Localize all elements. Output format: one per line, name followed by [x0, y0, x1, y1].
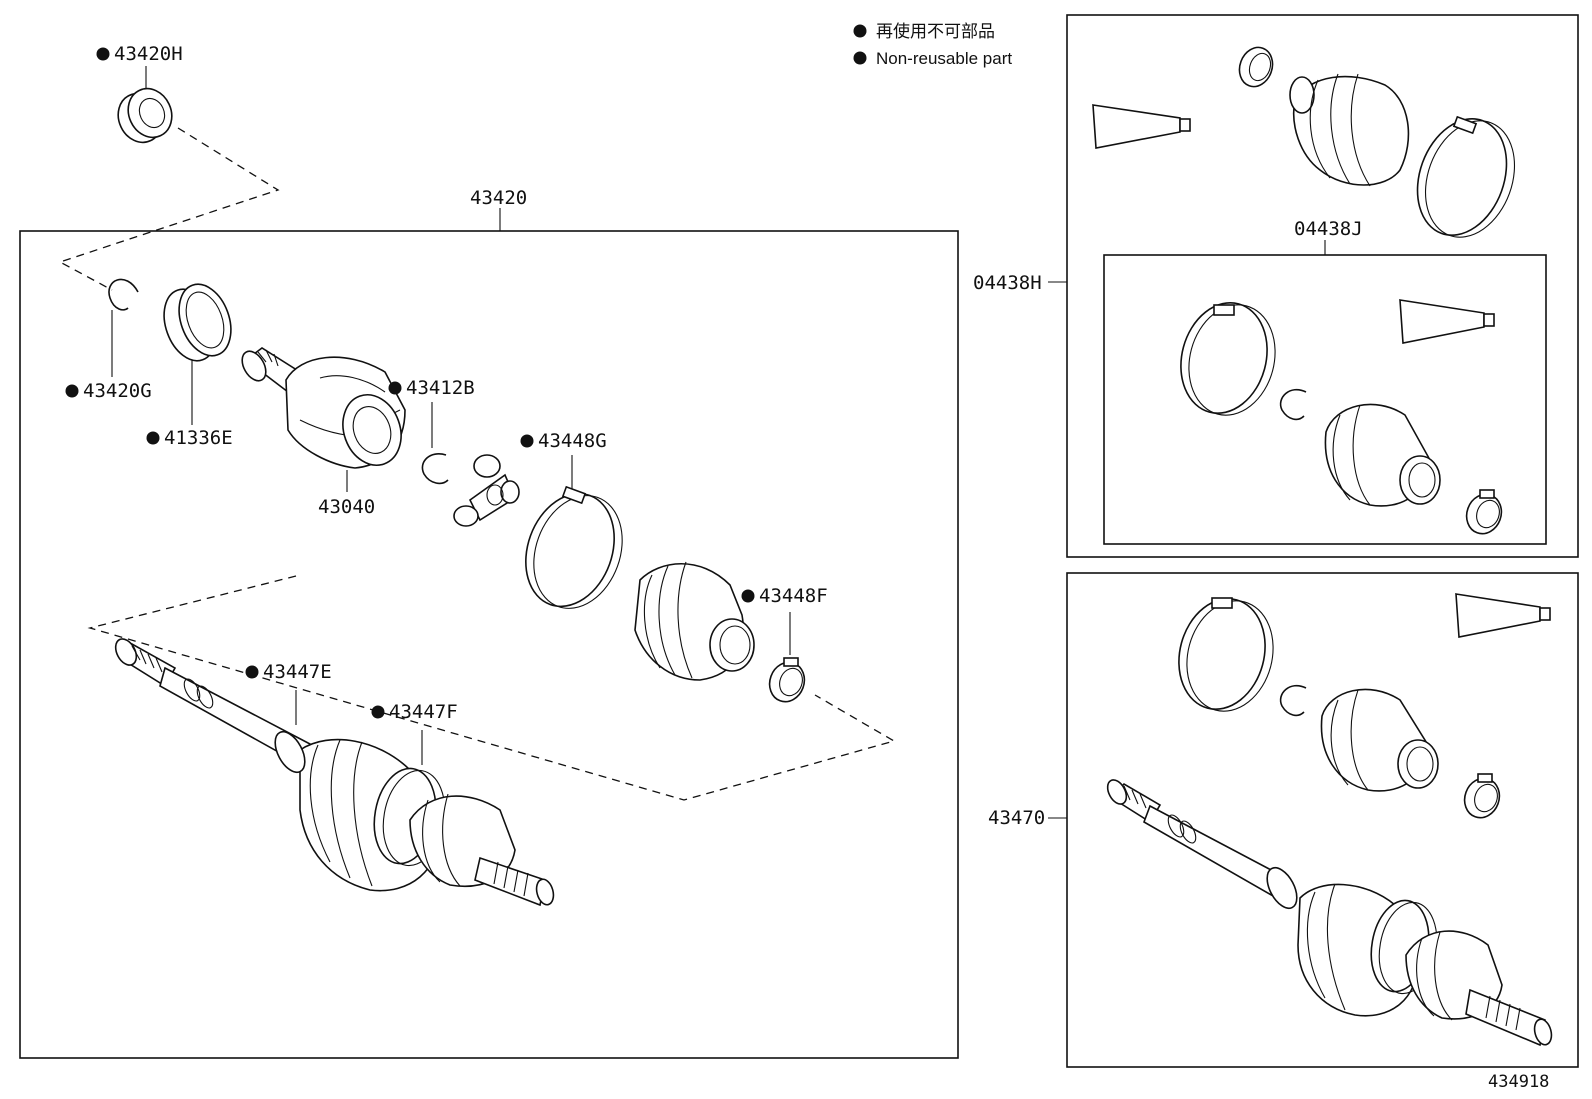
label-43420[interactable]: 43420	[470, 187, 527, 209]
dust-deflector-41336E[interactable]: 41336E	[146, 277, 241, 449]
grease-tube-icon	[1399, 299, 1485, 344]
grease-tube-icon	[1092, 104, 1181, 149]
non-reusable-marker-icon	[853, 51, 867, 65]
label-43447F[interactable]: 43447F	[389, 701, 458, 723]
kit-04438H-contents	[1092, 46, 1516, 238]
non-reusable-marker-icon	[741, 589, 755, 603]
label-43448F[interactable]: 43448F	[759, 585, 828, 607]
drive-shaft-main[interactable]	[111, 635, 556, 907]
boot-clamp-43447F[interactable]: 43447F	[371, 701, 458, 765]
oil-seal-43420H[interactable]: 43420H	[96, 43, 183, 150]
legend: 再使用不可部品 Non-reusable part	[853, 21, 1012, 68]
label-04438H[interactable]: 04438H	[973, 272, 1042, 294]
kit-04438H-frame	[1066, 14, 1579, 558]
label-43040[interactable]: 43040	[318, 496, 375, 518]
label-04438J[interactable]: 04438J	[1294, 218, 1363, 240]
non-reusable-marker-icon	[245, 665, 259, 679]
boot-clamp-43448G[interactable]: 43448G	[511, 430, 638, 621]
dashed-leader-seal	[58, 127, 280, 291]
non-reusable-marker-icon	[65, 384, 79, 398]
non-reusable-marker-icon	[371, 705, 385, 719]
inboard-boot[interactable]	[634, 561, 755, 681]
label-43420H[interactable]: 43420H	[114, 43, 183, 65]
label-43420G[interactable]: 43420G	[83, 380, 152, 402]
assembly-43420-frame	[19, 230, 959, 1059]
drive-shaft-icon	[1106, 779, 1553, 1047]
assembly-43470-contents	[1106, 593, 1553, 1047]
figure-number: 434918	[1488, 1072, 1549, 1092]
snap-ring-icon	[1279, 388, 1307, 421]
assembly-43470-frame	[1066, 572, 1579, 1068]
boot-clamp-43448F[interactable]: 43448F	[741, 585, 828, 707]
small-clamp-icon	[1238, 46, 1274, 88]
label-43447E[interactable]: 43447E	[263, 661, 332, 683]
large-clamp-icon	[1178, 598, 1266, 710]
non-reusable-marker-icon	[388, 381, 402, 395]
tripod-joint[interactable]	[453, 454, 520, 527]
label-41336E[interactable]: 41336E	[164, 427, 233, 449]
label-43448G[interactable]: 43448G	[538, 430, 607, 452]
legend-english: Non-reusable part	[876, 49, 1012, 68]
label-43412B[interactable]: 43412B	[406, 377, 475, 399]
legend-japanese: 再使用不可部品	[876, 21, 995, 41]
outboard-joint-43040[interactable]: 43040	[237, 347, 410, 518]
large-clamp-icon	[1180, 302, 1268, 414]
snap-ring-43420G[interactable]: 43420G	[65, 278, 152, 402]
boot-clamp-43447E[interactable]: 43447E	[245, 661, 332, 725]
dashed-outline-shaft	[87, 575, 896, 801]
boot-icon	[1292, 75, 1410, 186]
snap-ring-43412B[interactable]: 43412B	[388, 377, 475, 485]
non-reusable-marker-icon	[520, 434, 534, 448]
snap-ring-icon	[1279, 684, 1307, 717]
non-reusable-marker-icon	[853, 24, 867, 38]
grease-tube-icon	[1455, 593, 1541, 638]
label-43470[interactable]: 43470	[988, 807, 1045, 829]
kit-04438J-contents	[1180, 299, 1503, 535]
non-reusable-marker-icon	[96, 47, 110, 61]
non-reusable-marker-icon	[146, 431, 160, 445]
